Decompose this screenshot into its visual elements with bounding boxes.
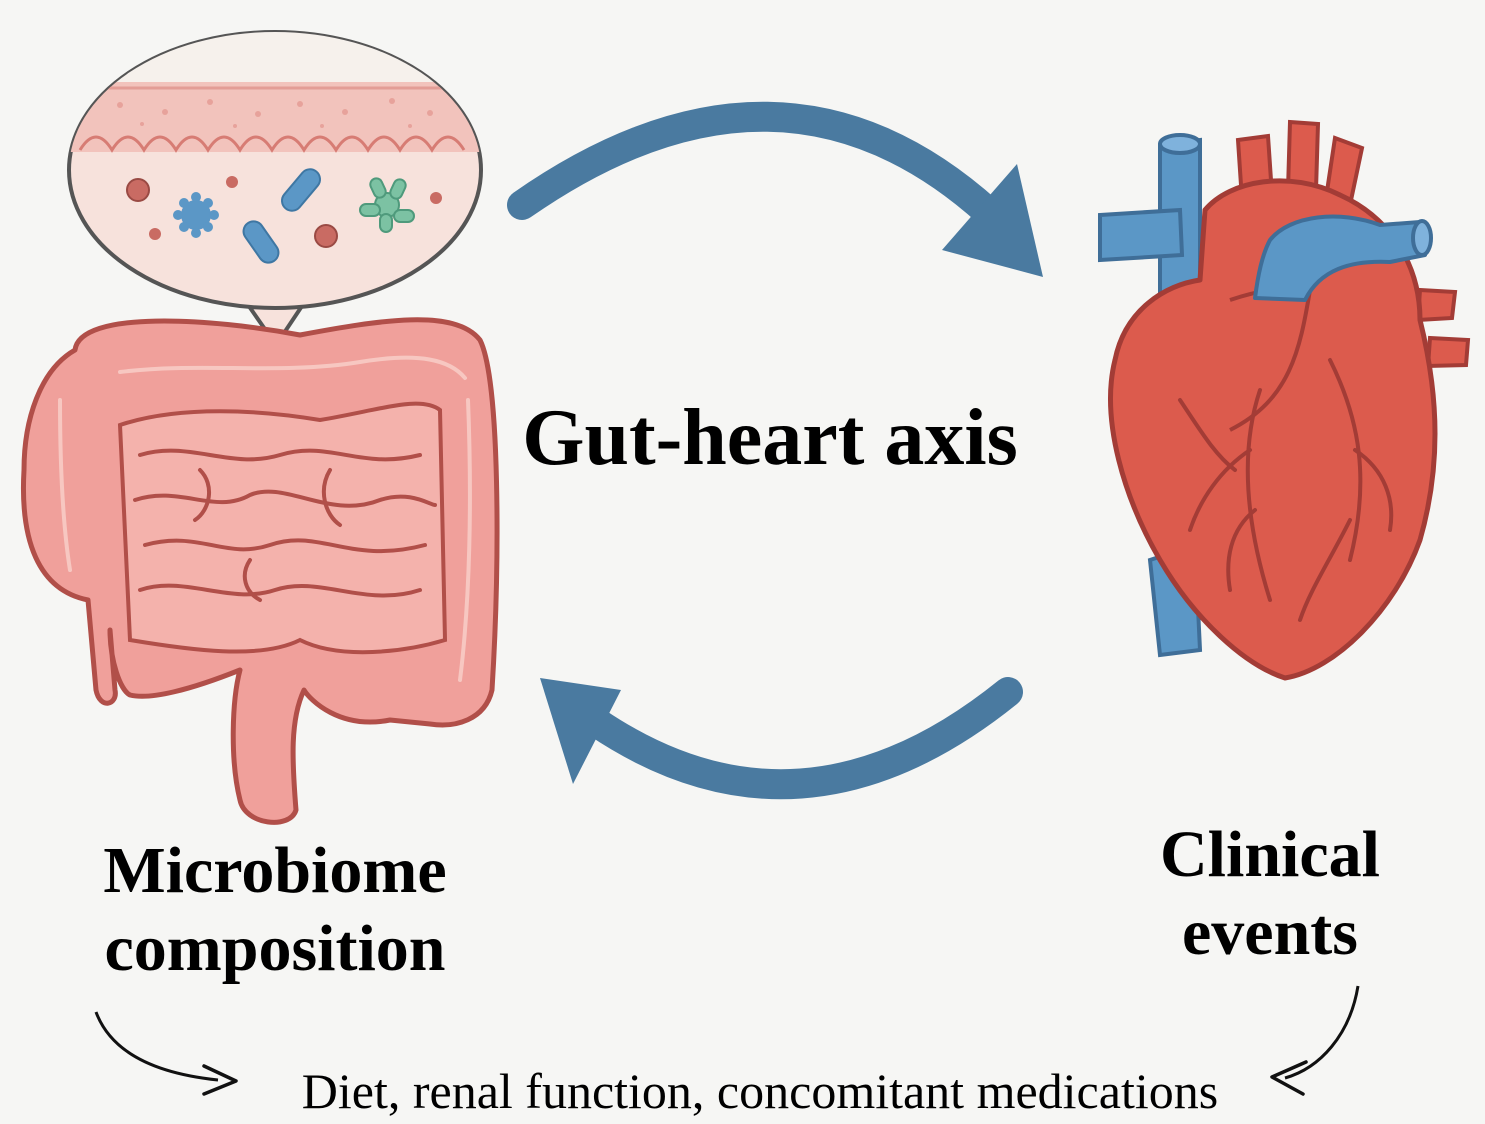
microbiome-label: Microbiome composition bbox=[103, 834, 447, 985]
heart-icon bbox=[1098, 119, 1471, 681]
cycle-arrow-icon bbox=[507, 101, 1043, 277]
curved-arrow-icon bbox=[1270, 985, 1360, 1096]
diagram-title: Gut-heart axis bbox=[522, 394, 1018, 482]
intestine-icon bbox=[20, 317, 500, 825]
microbiome-bubble-icon bbox=[67, 30, 483, 347]
curved-arrow-icon bbox=[94, 1011, 238, 1096]
cycle-arrow-icon bbox=[540, 677, 1023, 800]
confounders-label: Diet, renal function, concomitant medica… bbox=[301, 1063, 1219, 1119]
clinical-events-label: Clinical events bbox=[1159, 818, 1380, 969]
